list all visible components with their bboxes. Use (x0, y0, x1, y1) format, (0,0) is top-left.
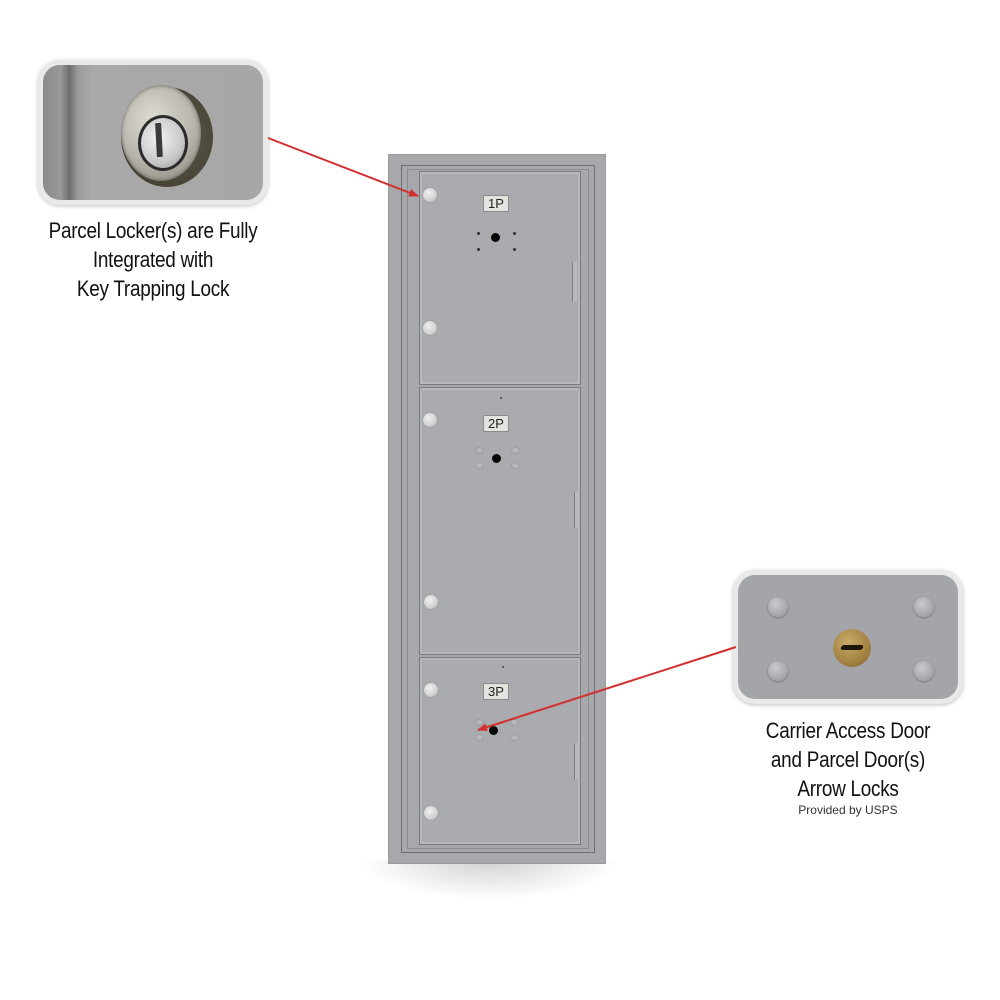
hinge-knob-icon (423, 321, 437, 335)
key-trapping-lock-photo (38, 60, 268, 205)
pin (477, 232, 480, 235)
arrow-to-arrow-lock (477, 646, 737, 732)
arrow-lock-icon[interactable] (492, 454, 501, 463)
rivet-icon (768, 661, 788, 681)
caption-line: Key Trapping Lock (76, 276, 230, 301)
caption-line: Arrow Locks (797, 776, 899, 801)
parcel-door-1p[interactable]: 1P (419, 171, 581, 385)
outer-frame-line (401, 165, 595, 853)
lock-plug (138, 115, 188, 171)
pin (513, 248, 516, 251)
pin (512, 463, 519, 468)
pin (476, 735, 483, 740)
pin (476, 720, 483, 725)
hinge-knob-icon (423, 413, 437, 427)
caption-line: Parcel Locker(s) are Fully (48, 218, 258, 243)
pin (511, 735, 518, 740)
caption-line: and Parcel Door(s) (770, 747, 926, 772)
dot (502, 666, 504, 668)
arrow-to-key-trapping-lock (267, 137, 419, 197)
right-hinge (574, 743, 579, 779)
pin (512, 448, 519, 453)
parcel-locker-unit: 1P 2P 3P (388, 154, 606, 864)
hinge-knob-icon (424, 683, 438, 697)
rivet-icon (914, 661, 934, 681)
arrow-lock-icon[interactable] (489, 726, 498, 735)
hinge-knob-icon (423, 188, 437, 202)
right-hinge (572, 262, 577, 302)
pin (513, 232, 516, 235)
pin (476, 463, 483, 468)
pin (476, 448, 483, 453)
rivet-icon (914, 597, 934, 617)
parcel-door-3p[interactable]: 3P (419, 657, 581, 845)
parcel-door-2p[interactable]: 2P (419, 387, 581, 655)
dot (500, 397, 502, 399)
arrow-lock-photo (733, 570, 963, 704)
hinge-knob-icon (424, 595, 438, 609)
door-label-1p: 1P (483, 195, 509, 212)
key-trapping-lock-icon[interactable] (491, 233, 500, 242)
caption-subtext: Provided by USPS (798, 803, 898, 817)
pin (477, 248, 480, 251)
key-trapping-lock-caption: Parcel Locker(s) are Fully Integrated wi… (20, 216, 286, 303)
door-label-2p: 2P (483, 415, 509, 432)
caption-line: Carrier Access Door (765, 718, 931, 743)
door-label-3p: 3P (483, 683, 509, 700)
inner-frame-line (407, 169, 589, 849)
unit-shadow (360, 860, 620, 900)
hinge-knob-icon (424, 806, 438, 820)
arrow-locks-caption: Carrier Access Door and Parcel Door(s) A… (720, 716, 976, 817)
caption-line: Integrated with (92, 247, 214, 272)
right-hinge (574, 492, 579, 528)
pin (511, 720, 518, 725)
rivet-icon (768, 597, 788, 617)
